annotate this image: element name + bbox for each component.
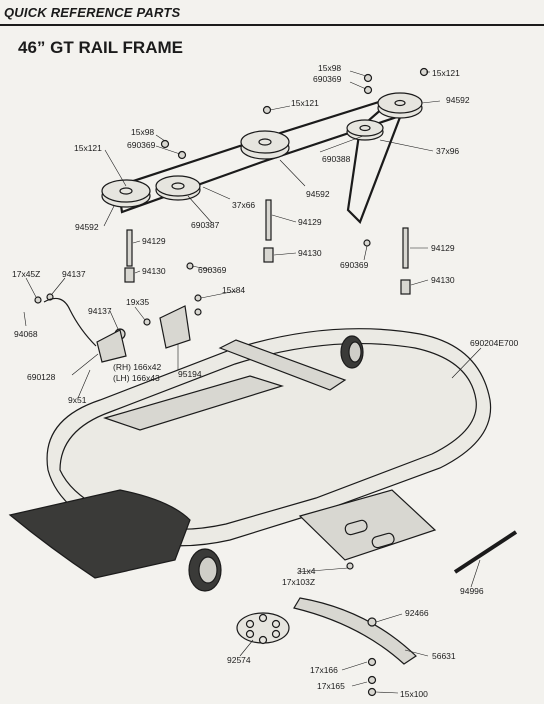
idler-bracket-690128: [96, 329, 127, 363]
label-17x103z: 17x103Z: [282, 577, 315, 587]
pulley-94592-left: [101, 179, 151, 208]
label-690387: 690387: [191, 220, 220, 230]
gauge-wheel-front: [188, 548, 222, 592]
blade-adapter-92574: [236, 612, 290, 645]
label-94592-a: 94592: [446, 95, 470, 105]
label-690369-a: 690369: [127, 140, 156, 150]
label-15x84: 15x84: [222, 285, 245, 295]
label-690369-d: 690369: [340, 260, 369, 270]
label-9x51: 9x51: [68, 395, 87, 405]
label-690204e700: 690204E700: [470, 338, 518, 348]
bracket-slot-2: [371, 532, 395, 549]
pulley-690388: [346, 119, 384, 141]
label-92574: 92574: [227, 655, 251, 665]
rod-94996: [453, 530, 518, 574]
label-94592-b: 94592: [306, 189, 330, 199]
label-15x98-a: 15x98: [131, 127, 154, 137]
pulley-94592-center: [240, 130, 290, 160]
spindle-center: [263, 199, 274, 263]
label-94129-c: 94129: [431, 243, 455, 253]
diagram-title: 46” GT RAIL FRAME: [18, 38, 183, 57]
label-94130-a: 94130: [298, 248, 322, 258]
label-17x166: 17x166: [310, 665, 338, 675]
label-94129-a: 94129: [298, 217, 322, 227]
label-94592-c: 94592: [75, 222, 99, 232]
label-94137-b: 94137: [88, 306, 112, 316]
label-56631: 56631: [432, 651, 456, 661]
label-94137-a: 94137: [62, 269, 86, 279]
label-31x4: 31x4: [297, 566, 316, 576]
label-37x66: 37x66: [232, 200, 255, 210]
label-94130-b: 94130: [142, 266, 166, 276]
label-690388: 690388: [322, 154, 351, 164]
discharge-chute: [8, 489, 191, 579]
rail-frame-right: [218, 339, 347, 391]
bracket-slot-1: [344, 519, 368, 536]
blade-hardware: [346, 562, 377, 697]
cable-spring: [43, 297, 97, 347]
label-94996: 94996: [460, 586, 484, 596]
pulley-690387: [155, 175, 201, 201]
label-690128: 690128: [27, 372, 56, 382]
label-690369-b: 690369: [313, 74, 342, 84]
gauge-wheel-rear: [340, 335, 364, 369]
rail-frame: [103, 375, 285, 431]
spindle-right: [400, 227, 411, 295]
pulley-94592-right: [377, 92, 423, 119]
spindle-left: [124, 229, 135, 283]
deck-bracket: [298, 489, 437, 561]
blade-56631: [293, 597, 417, 665]
label-15x121-c: 15x121: [432, 68, 460, 78]
label-lh-166x43: (LH) 166x43: [113, 373, 160, 383]
label-15x100: 15x100: [400, 689, 428, 699]
section-header-text: QUICK REFERENCE PARTS: [4, 5, 181, 20]
section-header: QUICK REFERENCE PARTS: [0, 0, 544, 26]
label-15x121-b: 15x121: [291, 98, 319, 108]
label-19x35: 19x35: [126, 297, 149, 307]
label-17x45z: 17x45Z: [12, 269, 40, 279]
label-15x121-a: 15x121: [74, 143, 102, 153]
label-94129-b: 94129: [142, 236, 166, 246]
label-92466: 92466: [405, 608, 429, 618]
label-37x96: 37x96: [436, 146, 459, 156]
idler-bracket-95194: [159, 305, 191, 349]
label-95194: 95194: [178, 369, 202, 379]
label-15x98-b: 15x98: [318, 63, 341, 73]
label-690369-c: 690369: [198, 265, 227, 275]
label-rh-166x42: (RH) 166x42: [113, 362, 161, 372]
label-94068: 94068: [14, 329, 38, 339]
label-17x165: 17x165: [317, 681, 345, 691]
label-94130-c: 94130: [431, 275, 455, 285]
